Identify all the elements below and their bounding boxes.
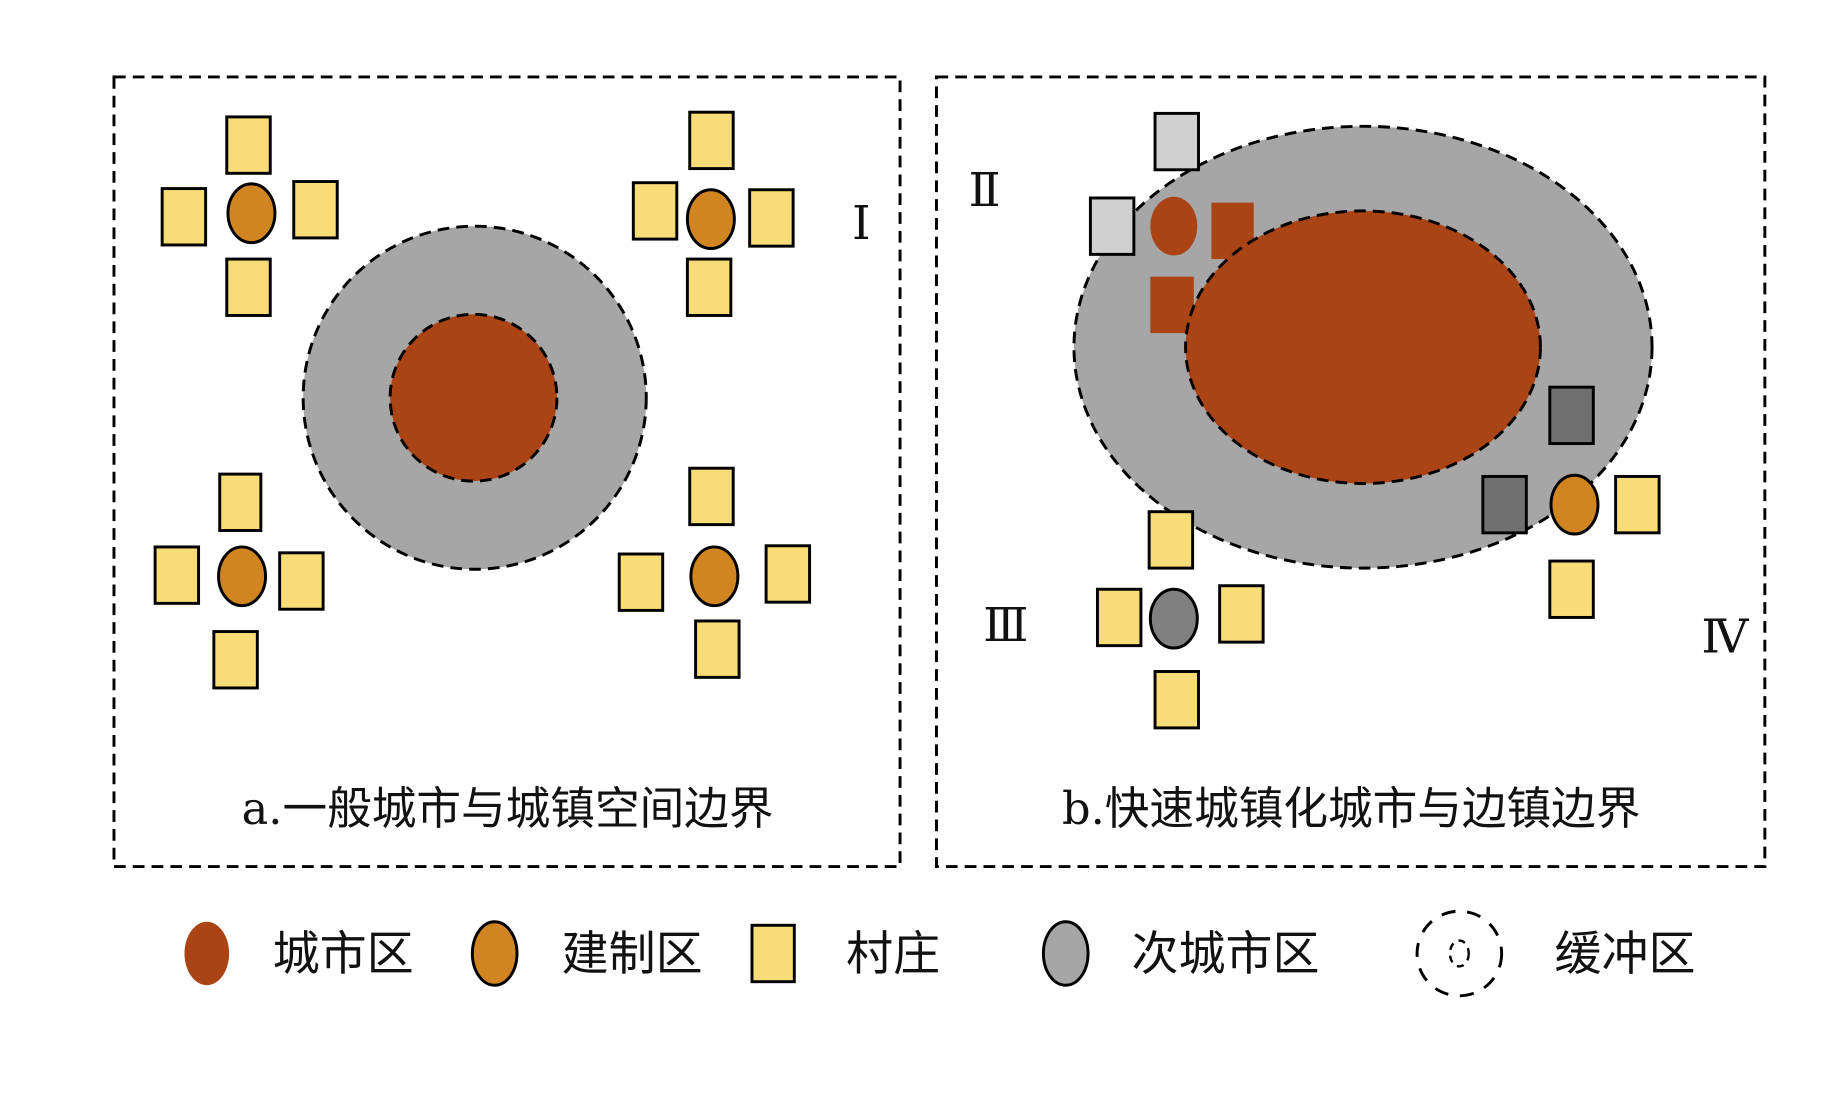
sub-city-area-icon: [1041, 920, 1090, 987]
town-cluster: [1095, 510, 1265, 730]
village: [160, 187, 208, 247]
village: [617, 552, 665, 612]
village: [225, 257, 272, 317]
panel-b-frame: [935, 75, 1767, 869]
legend-label: 城市区: [273, 927, 414, 982]
panel-a-caption: a.一般城市与城镇空间边界: [242, 783, 774, 835]
town-area: [685, 188, 736, 250]
town-cluster: [153, 472, 325, 690]
village: [212, 630, 259, 690]
town-area: [226, 182, 277, 245]
panel-a: Ⅰ a.一般城市与城镇空间边界: [112, 75, 902, 869]
legend-label: 次城市区: [1132, 927, 1320, 982]
legend-label: 缓冲区: [1555, 927, 1696, 982]
village: [685, 257, 733, 317]
absorbed-village: [1150, 276, 1194, 334]
village: [292, 180, 339, 240]
town-area: [1549, 473, 1600, 536]
village: [278, 551, 325, 611]
village: [1614, 474, 1661, 535]
town-cluster: [631, 110, 795, 317]
town-cluster: [160, 115, 339, 317]
absorbed-town-area: [1150, 196, 1198, 256]
numeral-1: Ⅰ: [852, 196, 871, 251]
village: [748, 188, 795, 248]
panel-a-frame: [112, 75, 902, 869]
village: [694, 619, 741, 679]
village: [688, 110, 735, 171]
legend-label: 村庄: [846, 927, 940, 982]
village: [1548, 559, 1595, 619]
town-cluster: [617, 466, 812, 679]
village: [1153, 670, 1200, 730]
sub-city-area: [1148, 587, 1199, 650]
city-area: [1184, 209, 1542, 485]
numeral-4: Ⅳ: [1701, 610, 1749, 665]
town-cluster: [1481, 385, 1661, 619]
village: [1095, 587, 1143, 648]
village: [1147, 510, 1195, 570]
panel-b-caption: b.快速城镇化城市与边镇边界: [1062, 783, 1640, 835]
village: [1218, 584, 1265, 644]
village: [218, 472, 263, 532]
legend: 城市区 建制区 村庄 次城市区 缓冲区: [184, 909, 1696, 998]
absorbed-village: [1548, 385, 1595, 446]
town-area: [689, 545, 740, 608]
absorbed-village: [1088, 196, 1136, 256]
village: [764, 544, 812, 604]
numeral-3: Ⅲ: [983, 598, 1028, 653]
village: [225, 115, 272, 175]
city-area: [388, 312, 559, 483]
numeral-2: Ⅱ: [969, 163, 1001, 218]
village: [688, 466, 735, 527]
absorbed-village: [1481, 474, 1528, 535]
village: [631, 181, 679, 241]
city-area-icon: [184, 921, 230, 986]
town-area-icon: [470, 920, 519, 987]
buffer-zone-icon: [1415, 909, 1504, 998]
panel-b: Ⅱ Ⅲ Ⅳ b.快速城镇化城市与边镇边界: [935, 75, 1767, 869]
village-icon: [750, 923, 796, 984]
town-area: [217, 545, 268, 608]
legend-label: 建制区: [562, 927, 703, 982]
absorbed-village: [1153, 111, 1200, 172]
village: [153, 545, 201, 605]
